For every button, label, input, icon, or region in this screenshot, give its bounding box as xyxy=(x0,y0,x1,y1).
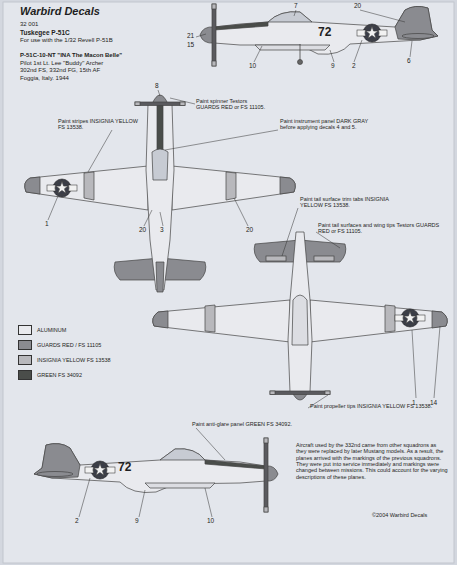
callout-number: 10 xyxy=(249,62,256,69)
callout-number: 3 xyxy=(160,226,164,233)
paint-note: Paint anti-glare panel GREEN FS 34092. xyxy=(192,421,292,427)
aircraft-name: P-51C-10-NT "INA The Macon Belle" xyxy=(20,52,122,59)
legend-swatch xyxy=(18,340,32,350)
paint-note: Paint propeller tips INSIGNIA YELLOW FS … xyxy=(310,403,440,409)
aircraft-code: 72 xyxy=(318,26,331,40)
callout-number: 2 xyxy=(352,62,356,69)
callout-number: 2 xyxy=(75,517,79,524)
paint-note: Paint instrument panel DARK GRAY before … xyxy=(280,118,375,131)
callout-number: 8 xyxy=(155,82,159,89)
pilot-name: Pilot 1st Lt. Lee "Buddy" Archer xyxy=(20,60,103,67)
logo: Warbird Decals xyxy=(20,5,100,18)
callout-number: 6 xyxy=(407,57,411,64)
history-note: Aircraft used by the 332nd came from oth… xyxy=(296,442,448,480)
callout-number: 21 xyxy=(187,32,194,39)
legend-text: GUARDS RED / FS 11105 xyxy=(37,342,101,348)
bottom-view xyxy=(153,232,448,400)
location-date: Foggia, Italy. 1944 xyxy=(20,75,69,82)
sheet-number: 32 001 xyxy=(20,21,38,28)
callout-number: 10 xyxy=(207,517,214,524)
callout-number: 20 xyxy=(246,226,253,233)
paint-note: Paint spinner Testors GUARDS RED or FS 1… xyxy=(196,98,266,111)
legend-text: ALUMINUM xyxy=(37,327,66,333)
kit-note: For use with the 1/32 Revell P-51B xyxy=(20,37,113,44)
top-view xyxy=(25,95,296,292)
callout-number: 15 xyxy=(187,41,194,48)
callout-number: 1 xyxy=(45,220,49,227)
paint-note: Paint tail surface trim tabs INSIGNIA YE… xyxy=(300,196,410,209)
callout-number: 20 xyxy=(354,2,361,9)
legend-swatch xyxy=(18,355,32,365)
side-view-top xyxy=(200,4,438,66)
callout-number: 9 xyxy=(135,517,139,524)
aircraft-code: 72 xyxy=(118,461,131,475)
unit-name: 302nd FS, 332nd FG, 15th AF xyxy=(20,67,100,74)
paint-note: Paint tail surfaces and wing tips Testor… xyxy=(318,222,446,235)
callout-number: 20 xyxy=(139,226,146,233)
callout-number: 9 xyxy=(331,62,335,69)
legend-swatch xyxy=(18,370,32,380)
side-view-bottom xyxy=(34,438,278,512)
copyright: ©2004 Warbird Decals xyxy=(372,512,427,518)
callout-number: 7 xyxy=(294,2,298,9)
legend-text: INSIGNIA YELLOW FS 13538 xyxy=(37,357,111,363)
legend-text: GREEN FS 34092 xyxy=(37,372,82,378)
sheet-title: Tuskegee P-51C xyxy=(20,29,70,36)
leader-lines xyxy=(48,10,440,517)
paint-note: Paint stripes INSIGNIA YELLOW FS 13538. xyxy=(58,118,138,131)
legend-swatch xyxy=(18,325,32,335)
